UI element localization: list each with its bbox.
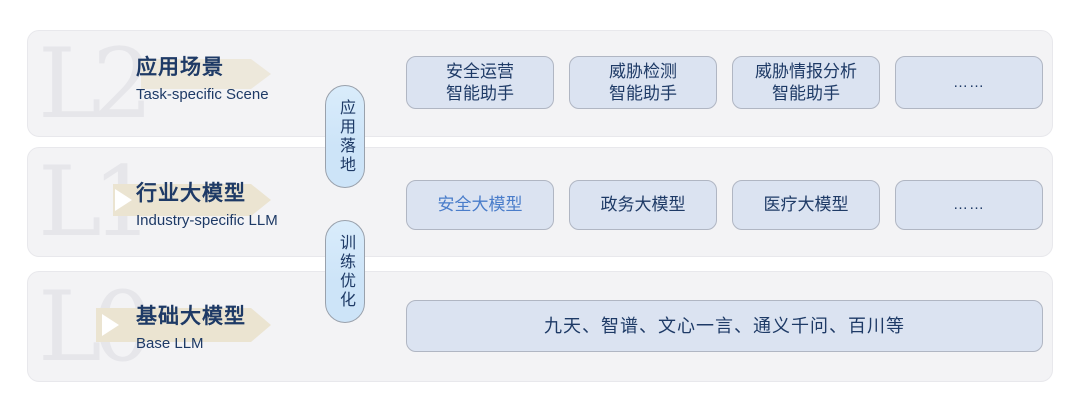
- ellipsis-label: ……: [953, 73, 985, 91]
- box-label-line: 医疗大模型: [763, 195, 849, 214]
- box-label-line: 政务大模型: [600, 195, 686, 214]
- connector-label: 训练优化: [337, 233, 354, 310]
- connector-pill-application-landing: 应用落地: [325, 85, 365, 188]
- box-label-line: 威胁情报分析: [755, 61, 857, 81]
- layer-panel-task-scene: L2 应用场景 Task-specific Scene 安全运营 智能助手 威胁…: [27, 30, 1053, 137]
- play-triangle-icon: [102, 314, 119, 336]
- scene-box-ellipsis: ……: [895, 56, 1043, 109]
- box-label-line: 智能助手: [772, 83, 840, 103]
- base-llm-box: 九天、智谱、文心一言、通义千问、百川等: [406, 300, 1043, 352]
- banner-arrow-icon: [113, 184, 271, 216]
- layer-panel-industry-llm: L1 行业大模型 Industry-specific LLM 安全大模型 政务大…: [27, 147, 1053, 257]
- layer-title: 基础大模型: [136, 305, 246, 328]
- industry-box-government-llm: 政务大模型: [569, 180, 717, 230]
- scene-box-security-operations-assistant: 安全运营 智能助手: [406, 56, 554, 109]
- scene-box-threat-intel-analysis-assistant: 威胁情报分析 智能助手: [732, 56, 880, 109]
- layer-title: 应用场景: [136, 56, 224, 79]
- layer-panel-base-llm: L0 基础大模型 Base LLM 九天、智谱、文心一言、通义千问、百川等: [27, 271, 1053, 382]
- play-triangle-icon: [115, 189, 132, 211]
- box-label-line: 智能助手: [609, 83, 677, 103]
- box-label-line: 威胁检测: [609, 61, 677, 81]
- connector-pill-training-optimization: 训练优化: [325, 220, 365, 323]
- layer-heading: 应用场景 Task-specific Scene: [136, 56, 269, 104]
- box-label-line: 安全大模型: [437, 195, 523, 214]
- layer-subtitle: Industry-specific LLM: [136, 212, 278, 229]
- connector-label: 应用落地: [337, 98, 354, 175]
- industry-box-medical-llm: 医疗大模型: [732, 180, 880, 230]
- layer-heading: 行业大模型 Industry-specific LLM: [136, 182, 278, 230]
- layer-heading: 基础大模型 Base LLM: [136, 305, 246, 353]
- box-label-line: 九天、智谱、文心一言、通义千问、百川等: [544, 316, 905, 336]
- industry-box-ellipsis: ……: [895, 180, 1043, 230]
- industry-box-security-llm: 安全大模型: [406, 180, 554, 230]
- scene-box-threat-detection-assistant: 威胁检测 智能助手: [569, 56, 717, 109]
- ellipsis-label: ……: [953, 196, 985, 213]
- layer-subtitle: Task-specific Scene: [136, 86, 269, 103]
- layer-subtitle: Base LLM: [136, 335, 204, 352]
- layer-title: 行业大模型: [136, 182, 246, 205]
- layer-watermark-l2: L2: [38, 30, 153, 137]
- box-label-line: 安全运营: [446, 61, 514, 81]
- banner-arrow-icon: [141, 59, 271, 89]
- box-label-line: 智能助手: [446, 83, 514, 103]
- banner-arrow-icon: [96, 308, 271, 342]
